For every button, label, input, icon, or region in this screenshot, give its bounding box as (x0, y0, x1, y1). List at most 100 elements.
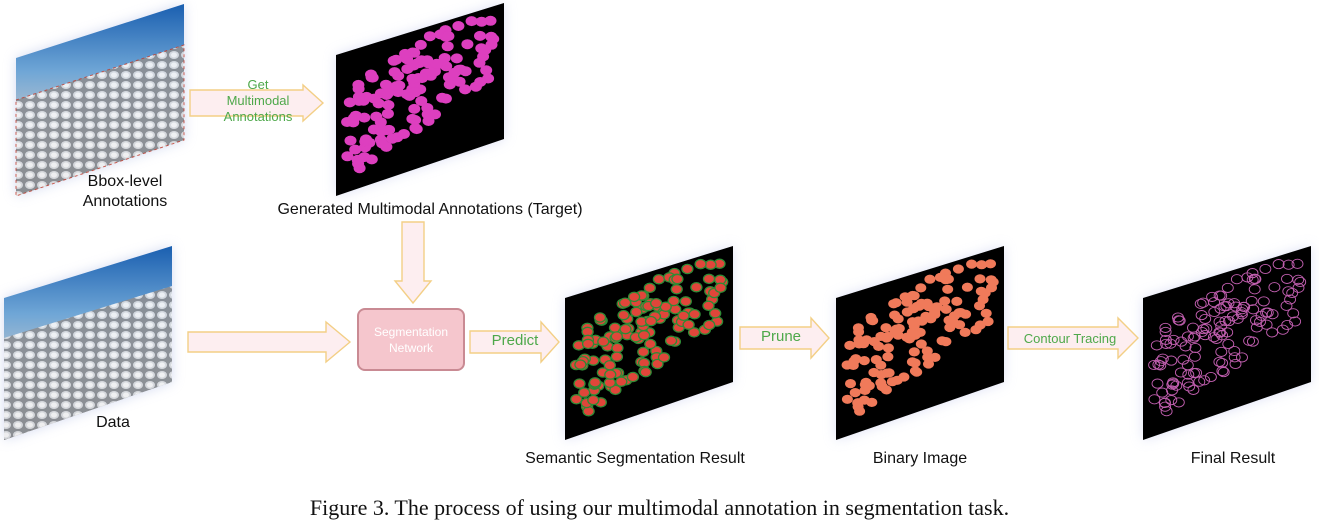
semantic-blob (610, 331, 623, 342)
binary-blob (907, 317, 918, 327)
target-blob (473, 57, 486, 68)
binary-blob (961, 282, 973, 292)
binary-blob (929, 352, 941, 362)
target-blob (436, 92, 449, 103)
target-blob (401, 64, 414, 74)
binary-blob (924, 274, 936, 284)
target-blob (423, 31, 436, 42)
target-blob (365, 69, 377, 80)
semantic-blob (667, 295, 680, 307)
final-blob (1198, 375, 1211, 386)
target-blob (459, 84, 472, 95)
arrow-contour (1007, 316, 1139, 360)
final-blob (1154, 360, 1167, 371)
final-blob (1260, 319, 1273, 330)
target-blob (399, 48, 412, 59)
final-image (1143, 246, 1311, 440)
semantic-blob (619, 323, 632, 335)
semantic-blob (703, 319, 716, 331)
binary-blob (974, 274, 986, 284)
final-blob (1223, 316, 1235, 327)
target-blob (475, 16, 488, 27)
semantic-blob (651, 358, 664, 370)
target-blob (390, 54, 403, 65)
semantic-blob (652, 273, 666, 285)
binary-blob (875, 360, 887, 370)
binary-blob (854, 406, 866, 416)
semantic-blob (615, 376, 628, 387)
semantic-blob (688, 308, 701, 320)
binary-blob (858, 356, 870, 366)
binary-blob (889, 310, 901, 320)
semantic-blob (709, 308, 722, 319)
target-blob (343, 97, 356, 108)
target-image (336, 3, 504, 196)
binary-blob (916, 316, 928, 326)
target-blob (349, 144, 362, 155)
binary-blob (939, 296, 951, 306)
arrow-target-to-network (393, 221, 433, 305)
target-blob (461, 39, 474, 50)
final-blob (1177, 354, 1190, 365)
semantic-blob (581, 338, 595, 350)
final-blob (1292, 282, 1305, 293)
semantic-blob (618, 297, 632, 308)
final-blob (1174, 367, 1187, 378)
semantic-blob (588, 377, 602, 388)
target-blob (410, 124, 423, 135)
final-blob (1247, 304, 1260, 315)
prune-label: Prune (760, 328, 802, 345)
final-blob (1289, 316, 1302, 327)
final-blob (1222, 298, 1235, 309)
binary-blob (880, 385, 892, 395)
final-blob (1195, 310, 1208, 321)
binary-blob (882, 352, 894, 362)
target-blob (474, 77, 487, 87)
final-blob (1216, 330, 1229, 341)
semantic-blob (639, 366, 652, 378)
final-blob (1213, 290, 1226, 301)
network-label-2: Network (388, 340, 433, 355)
target-blob (368, 93, 381, 104)
target-blob (380, 79, 392, 90)
binary-blob (882, 343, 894, 353)
target-blob (442, 31, 455, 42)
data-photo (4, 246, 172, 440)
final-blob (1188, 351, 1201, 362)
binary-blob (845, 360, 857, 370)
target-blob (438, 53, 451, 63)
final-blob (1206, 291, 1219, 302)
final-blob (1148, 394, 1161, 405)
semantic-blob (630, 306, 643, 318)
final-blob (1257, 296, 1270, 307)
final-blob (1229, 358, 1242, 370)
semantic-blob (650, 297, 663, 309)
binary-blob (915, 339, 927, 349)
final-blob (1151, 378, 1164, 389)
target-blob (388, 67, 401, 78)
final-blob (1197, 297, 1210, 308)
final-blob (1220, 301, 1233, 312)
data-label: Data (96, 414, 130, 431)
final-blob (1207, 332, 1220, 343)
bbox-photo (15, 4, 185, 197)
final-blob (1160, 338, 1173, 349)
semantic-blob (690, 281, 703, 293)
target-blob (352, 83, 365, 94)
binary-blob (974, 301, 985, 311)
semantic-blob (604, 369, 617, 380)
target-blob (428, 66, 441, 77)
final-blob (1159, 326, 1172, 337)
final-blob (1216, 365, 1229, 377)
semantic-blob (603, 359, 616, 371)
target-blob (381, 108, 394, 119)
final-blob (1181, 360, 1194, 371)
final-blob (1266, 327, 1279, 338)
arrow-predict (469, 320, 560, 364)
final-blob (1167, 377, 1179, 388)
target-blob (353, 163, 366, 174)
semantic-blob (573, 378, 586, 389)
semantic-blob (637, 346, 650, 358)
semantic-blob (570, 394, 583, 405)
target-blob (409, 87, 422, 98)
